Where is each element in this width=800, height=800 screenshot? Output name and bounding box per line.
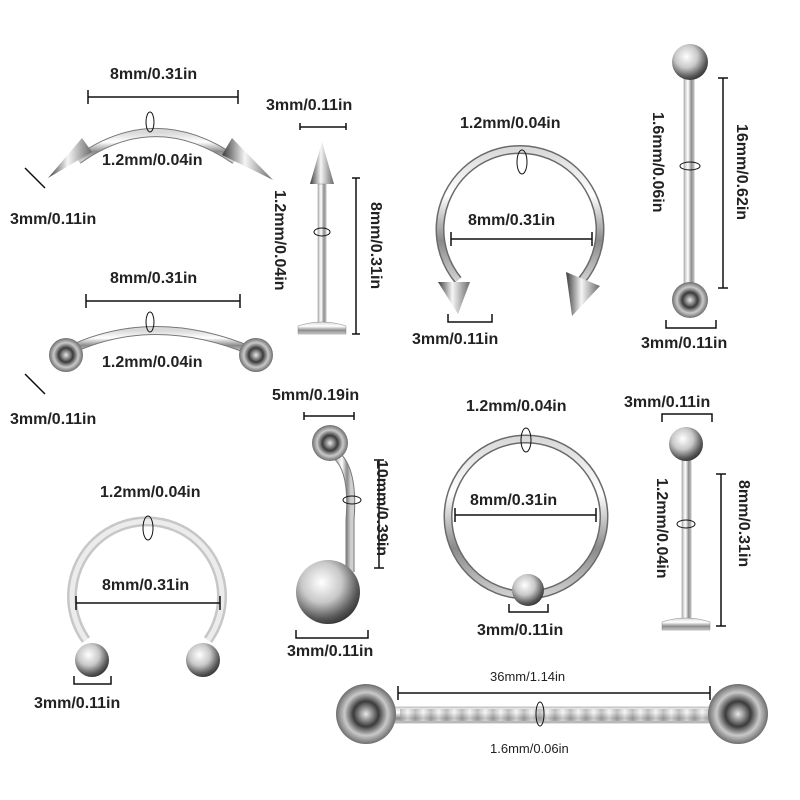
length-label-vertical: 8mm/0.31in <box>367 202 384 290</box>
dimension-lines <box>661 413 726 627</box>
ball-size-label: 3mm/0.11in <box>641 335 728 352</box>
dimension-lines <box>397 686 711 700</box>
gauge-label: 1.2mm/0.04in <box>102 354 203 371</box>
ball-size-label: 3mm/0.11in <box>10 211 97 228</box>
length-label: 36mm/1.14in <box>490 669 566 684</box>
spike-labret-jewelry <box>297 142 347 335</box>
ball-size-label: 3mm/0.11in <box>266 97 353 114</box>
dimension-lines <box>665 77 728 329</box>
gauge-label: 1.2mm/0.04in <box>466 398 567 415</box>
dimension-lines <box>73 596 221 685</box>
ball-size-label: 3mm/0.11in <box>287 643 374 660</box>
ball-size-label: 3mm/0.11in <box>477 622 564 639</box>
length-label-vertical: 16mm/0.62in <box>733 124 750 221</box>
length-label-vertical: 10mm/0.39in <box>373 460 390 557</box>
diameter-label: 8mm/0.31in <box>468 212 556 229</box>
industrial-barbell-long <box>336 684 768 744</box>
captive-bead-ring-jewelry <box>443 427 609 606</box>
gauge-label: 1.6mm/0.06in <box>490 741 569 756</box>
gauge-label: 1.2mm/0.04in <box>460 115 561 132</box>
length-label-vertical: 8mm/0.31in <box>735 480 752 568</box>
length-label: 8mm/0.31in <box>110 66 198 83</box>
gauge-label: 1.2mm/0.04in <box>102 152 203 169</box>
gauge-label-vertical: 1.6mm/0.06in <box>649 112 666 213</box>
ball-size-label: 3mm/0.11in <box>34 695 121 712</box>
spike-horseshoe-jewelry <box>435 145 605 316</box>
ball-size-label: 3mm/0.11in <box>10 411 97 428</box>
gauge-label-vertical: 1.2mm/0.04in <box>271 190 288 291</box>
industrial-barbell-short <box>672 44 708 318</box>
diameter-label: 8mm/0.31in <box>470 492 558 509</box>
spike-eyebrow-jewelry <box>48 111 273 180</box>
ball-size-label: 3mm/0.11in <box>412 331 499 348</box>
length-label: 8mm/0.31in <box>110 270 198 287</box>
gauge-label-vertical: 1.2mm/0.04in <box>653 478 670 579</box>
ball-horseshoe-jewelry <box>67 515 227 677</box>
belly-ring-jewelry <box>296 425 362 624</box>
dimension-lines <box>299 123 360 335</box>
dimension-lines <box>295 412 384 639</box>
dimension-lines <box>454 508 597 613</box>
diameter-label: 8mm/0.31in <box>102 577 190 594</box>
dimension-lines <box>24 294 241 395</box>
ball-size-label: 3mm/0.11in <box>624 394 711 411</box>
dimension-lines <box>447 232 593 323</box>
gauge-label: 1.2mm/0.04in <box>100 484 201 501</box>
ball-size-label: 5mm/0.19in <box>272 387 360 404</box>
dimension-lines <box>24 90 239 189</box>
ball-eyebrow-jewelry <box>49 311 273 372</box>
ball-labret-jewelry <box>661 427 711 631</box>
